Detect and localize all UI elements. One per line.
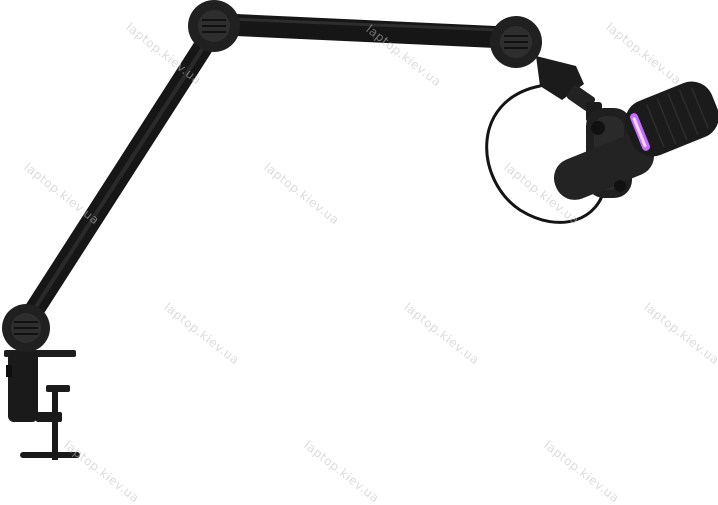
mount-bracket [536, 56, 602, 122]
boom-arm-microphone-illustration [2, 0, 718, 460]
lower-arm [14, 20, 224, 336]
elbow-joint [188, 0, 240, 52]
upper-arm [203, 13, 527, 49]
base-joint [2, 304, 50, 352]
microphone [553, 81, 718, 200]
wrist-joint [490, 16, 542, 68]
desk-clamp [4, 350, 80, 460]
microphone-cable [485, 84, 607, 224]
